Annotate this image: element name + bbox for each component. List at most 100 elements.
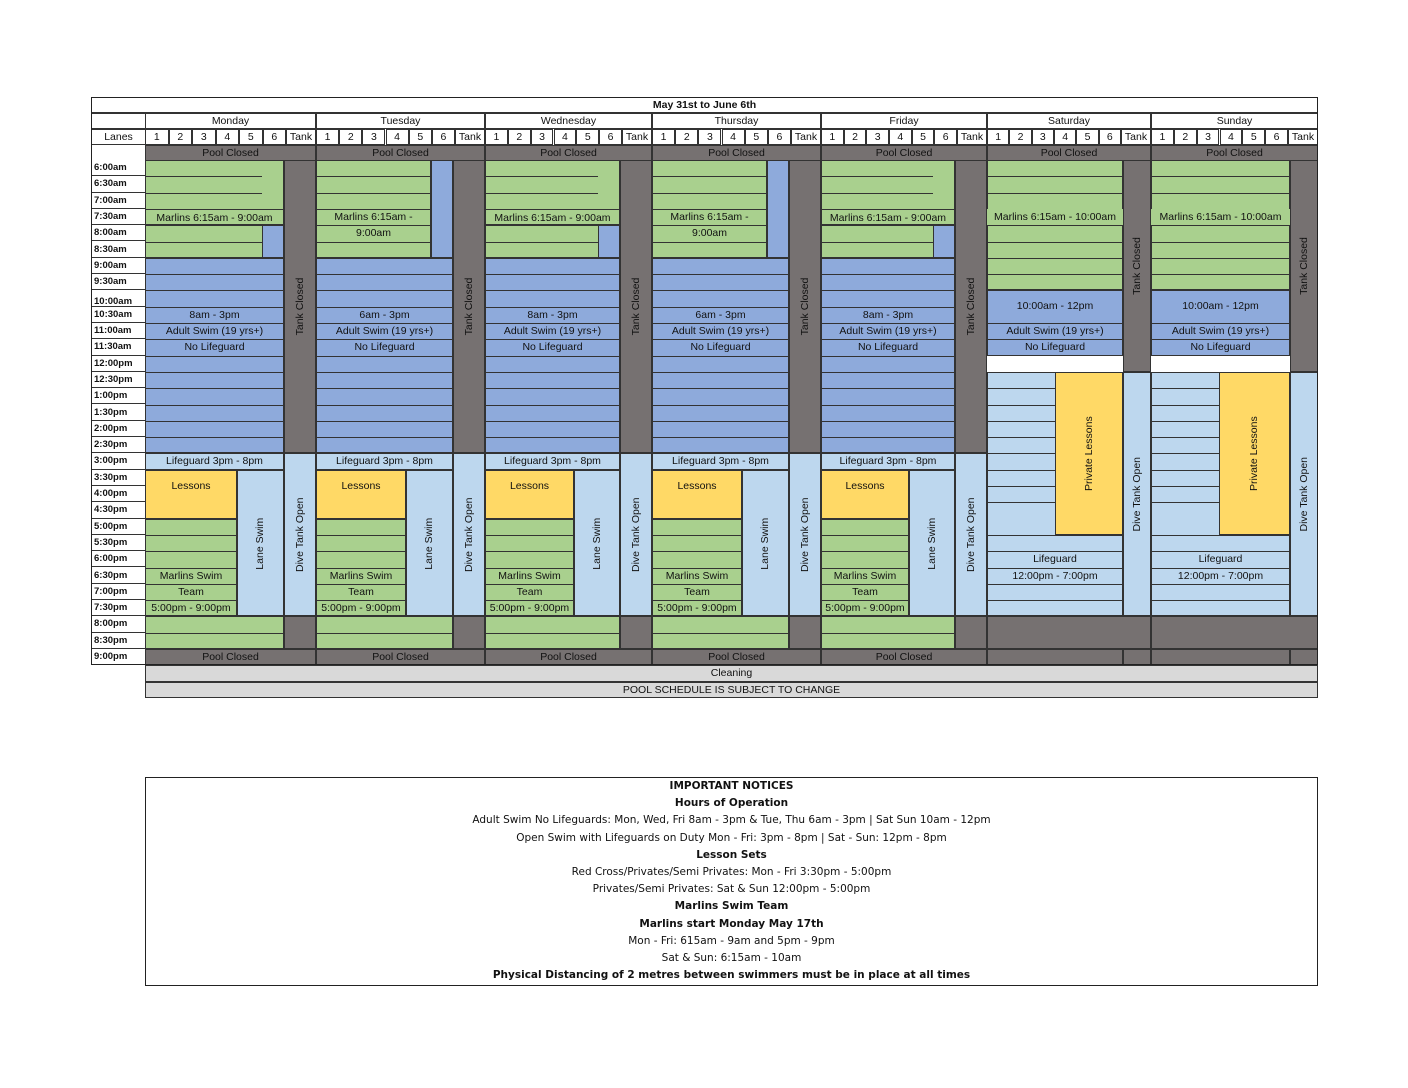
lane-number: 5: [239, 129, 263, 145]
row-divider: [821, 437, 955, 439]
row-divider: [485, 437, 620, 439]
row-divider: [821, 534, 909, 536]
row-divider: [821, 371, 955, 373]
time-label: 4:30pm: [91, 502, 145, 519]
row-divider: [652, 290, 789, 292]
lessons-block: [485, 469, 574, 519]
marlins-swim-label: Marlins Swim: [329, 569, 393, 582]
lane-number: 1: [485, 129, 508, 145]
time-label: 8:00pm: [91, 616, 145, 633]
no-lifeguard-label: No Lifeguard: [354, 341, 415, 354]
marlins-label: 9:00am: [355, 227, 392, 240]
lane-number: 2: [1173, 129, 1197, 145]
row-divider: [485, 306, 620, 308]
row-divider: [485, 355, 620, 357]
row-divider: [145, 192, 262, 194]
lane-swim-block: [909, 469, 955, 617]
schedule-notice-band: POOL SCHEDULE IS SUBJECT TO CHANGE: [145, 681, 1318, 698]
tank-closed-column: [1123, 160, 1151, 372]
marlins-swim-label: Marlins Swim: [833, 569, 897, 582]
time-label: 6:00pm: [91, 551, 145, 568]
tank-closed-label: Tank Closed: [463, 277, 475, 336]
team-label: Team: [684, 585, 710, 598]
notice-line: Privates/Semi Privates: Sat & Sun 12:00p…: [592, 883, 871, 896]
lifeguard-label: Lifeguard 3pm - 8pm: [504, 455, 601, 468]
row-divider: [821, 290, 955, 292]
notice-line: Red Cross/Privates/Semi Privates: Mon - …: [571, 865, 892, 878]
row-divider: [652, 323, 789, 324]
dive-tank-open-block: [955, 453, 987, 617]
row-divider: [485, 257, 620, 259]
row-divider: [987, 437, 1055, 439]
row-divider: [821, 420, 955, 422]
dive-tank-open-block: [453, 453, 485, 617]
tank-closed-column: [955, 160, 987, 454]
row-divider: [145, 437, 284, 439]
row-divider: [652, 339, 789, 341]
row-divider: [485, 241, 598, 243]
row-divider: [821, 274, 955, 276]
time-label: 11:00am: [91, 323, 145, 340]
marlins-swim-label: Marlins Swim: [498, 569, 561, 582]
evening-time-label: 5:00pm - 9:00pm: [151, 602, 231, 615]
tank-closed-label: Tank Closed: [294, 277, 306, 336]
row-divider: [652, 225, 767, 227]
time-label: 1:00pm: [91, 388, 145, 405]
tank-closed-evening: [620, 616, 652, 649]
row-divider: [145, 306, 284, 308]
row-divider: [145, 600, 237, 602]
row-divider: [1151, 404, 1219, 406]
adult-swim-time: 8am - 3pm: [527, 308, 578, 321]
row-divider: [652, 192, 767, 194]
row-divider: [1151, 551, 1290, 553]
time-label: 1:30pm: [91, 404, 145, 421]
dive-tank-open-block: [1123, 371, 1151, 617]
row-divider: [987, 551, 1123, 553]
tank-header: Tank: [286, 129, 316, 145]
row-divider: [821, 241, 933, 243]
row-divider: [987, 241, 1123, 243]
lessons-block: [821, 469, 909, 519]
lane-number: 4: [721, 129, 745, 145]
lane-number: 2: [507, 129, 531, 145]
time-label: 8:00am: [91, 225, 145, 242]
row-divider: [145, 176, 262, 178]
row-divider: [652, 241, 767, 243]
marlins-label: Marlins 6:15am - 10:00am: [987, 208, 1123, 226]
day-header: Monday: [145, 113, 316, 129]
lane-number: 1: [987, 129, 1010, 145]
row-divider: [316, 225, 431, 227]
lessons-label: Lessons: [341, 479, 381, 492]
lane-number: 5: [911, 129, 935, 145]
team-label: Team: [348, 585, 374, 598]
lane-swim-block: [742, 469, 789, 617]
row-divider: [316, 241, 431, 243]
row-divider: [316, 306, 453, 308]
time-label: 8:30pm: [91, 632, 145, 649]
row-divider: [821, 551, 909, 553]
no-lifeguard-label: No Lifeguard: [184, 341, 245, 354]
row-divider: [145, 632, 284, 634]
lane-number: 1: [821, 129, 844, 145]
lane-number: 5: [408, 129, 432, 145]
lifeguard-label: Lifeguard: [1198, 553, 1243, 566]
tank-header: Tank: [1121, 129, 1151, 145]
adult-swim-lane6: [767, 160, 789, 258]
day-header: Tuesday: [316, 113, 485, 129]
row-divider: [987, 469, 1055, 471]
pool-closed-band: Pool Closed: [652, 145, 821, 162]
row-divider: [145, 241, 262, 243]
row-divider: [1151, 453, 1219, 455]
empty-corner: [91, 113, 146, 129]
lifeguard-row: [485, 453, 620, 470]
time-label: 6:00am: [91, 160, 145, 177]
row-divider: [316, 404, 453, 406]
row-divider: [485, 632, 620, 634]
dive-tank-open-label: Dive Tank Open: [1298, 456, 1310, 532]
tank-header: Tank: [791, 129, 821, 145]
lane-number: 2: [168, 129, 192, 145]
row-divider: [652, 388, 789, 390]
row-divider: [316, 339, 453, 341]
row-divider: [987, 176, 1123, 178]
row-divider: [316, 600, 406, 602]
